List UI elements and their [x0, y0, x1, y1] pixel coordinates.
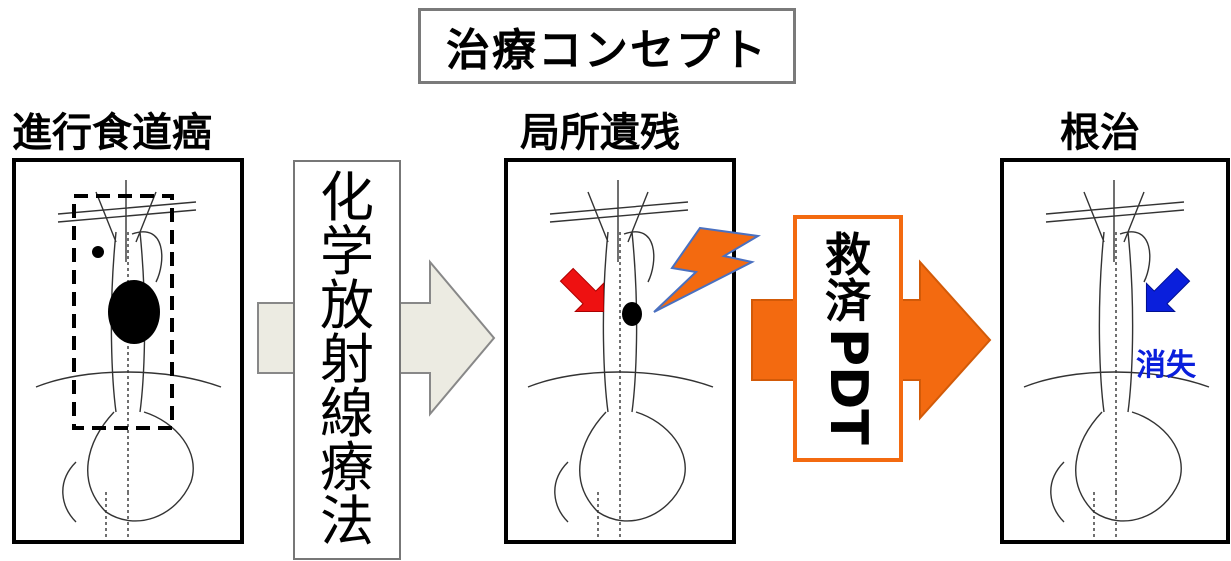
chemo-char: 学 — [320, 220, 374, 283]
pdt-label: PDT — [818, 328, 878, 445]
esophagus-illustration — [35, 180, 222, 540]
panel-cure — [1000, 158, 1230, 544]
vanished-label: 消失 — [1136, 348, 1196, 383]
pdt-char: 救 — [825, 228, 871, 283]
blue-arrow-icon — [1145, 267, 1191, 313]
lightning-icon — [653, 226, 761, 313]
panel-advanced — [12, 158, 244, 544]
esophagus-illustration — [527, 180, 714, 540]
salvage-pdt-box: 救 済 PDT — [793, 215, 903, 462]
chemo-char: 射 — [320, 328, 374, 391]
esophagus-illustration — [1023, 180, 1210, 540]
chemoradiation-box: 化 学 放 射 線 療 法 — [293, 160, 401, 560]
chemo-char: 放 — [320, 274, 374, 337]
panel-residual — [504, 158, 736, 544]
stage-label-residual: 局所遺残 — [520, 110, 680, 156]
pdt-char: 済 — [825, 274, 871, 329]
chemo-char: 法 — [320, 490, 374, 553]
chemo-char: 化 — [320, 166, 374, 229]
stage-label-cure: 根治 — [1060, 110, 1140, 156]
chemo-char: 療 — [320, 436, 374, 499]
red-arrow-icon — [559, 267, 605, 313]
stage-label-advanced: 進行食道癌 — [12, 110, 212, 156]
chemo-char: 線 — [320, 382, 374, 445]
concept-title: 治療コンセプト — [418, 8, 796, 84]
